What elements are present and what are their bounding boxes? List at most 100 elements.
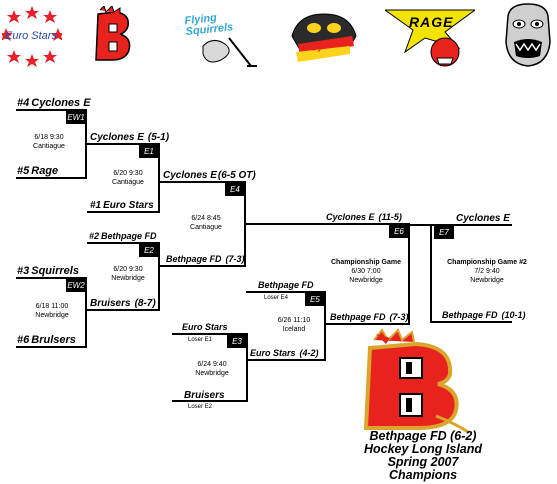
game-venue: Iceland xyxy=(282,326,306,333)
bracket-line xyxy=(87,143,160,145)
euro-stars-logo: Euro Stars xyxy=(2,4,62,68)
team-name: Cyclones E xyxy=(163,170,217,181)
team-name: Squirrels xyxy=(31,265,79,277)
bethpage-champion-logo xyxy=(356,328,474,437)
game-date: 6/18 9:30 xyxy=(34,134,64,141)
loser-note-e1: Loser E1 xyxy=(188,337,213,343)
team-record: (10-1) xyxy=(501,310,526,320)
game-label-e3: E3 xyxy=(227,335,247,348)
team-name: Cyclones E xyxy=(456,213,510,224)
bracket-line xyxy=(87,309,160,311)
game-info-ew2: 6/18 11:00 Newbridge xyxy=(24,302,80,320)
team-cyclones-e-e7: Cyclones E xyxy=(456,213,510,224)
flying-squirrels-logo: Flying Squirrels xyxy=(184,8,265,70)
bracket-line xyxy=(246,333,248,402)
team-name: Bruisers xyxy=(184,390,225,401)
champion-line-1: Bethpage FD (6-2) xyxy=(369,429,477,443)
team-name: Cyclones E xyxy=(90,132,144,143)
game-date: 6/26 11:10 xyxy=(277,317,311,324)
team-name: Cyclones E xyxy=(31,97,91,109)
team-bethpage-e5w: Bethpage FD(7-3) xyxy=(330,312,409,323)
rage-logo: RAGE xyxy=(385,8,475,72)
game-date: 7/2 9:40 xyxy=(474,268,500,275)
team-euro-stars-w: Euro Stars(4-2) xyxy=(250,348,319,359)
euro-stars-logo-text: Euro Stars xyxy=(5,30,57,42)
team-record: (7-3) xyxy=(389,312,409,322)
champion-line-4: Champions xyxy=(388,468,458,482)
loser-note-e4: Loser E4 xyxy=(264,295,289,301)
game-label-e4: E4 xyxy=(225,183,245,196)
bracket-line xyxy=(410,224,432,226)
monster-logo xyxy=(502,2,554,68)
team-bethpage-e5: Bethpage FD xyxy=(258,280,314,291)
team-name: Bethpage FD xyxy=(258,280,314,290)
bracket-line xyxy=(244,181,246,267)
team-name: Euro Stars xyxy=(103,200,154,211)
team-name: Bethpage FD xyxy=(166,254,222,264)
game-info-e3: 6/24 9:40 Newbridge xyxy=(182,360,242,378)
bracket-line xyxy=(430,224,432,323)
bracket-line xyxy=(408,223,410,325)
bracket-line xyxy=(172,400,248,402)
team-record: (8-7) xyxy=(134,298,156,309)
team-record: (5-1) xyxy=(147,132,170,143)
team-cyclones-e-e6: Cyclones E(11-5) xyxy=(326,212,402,223)
loser-note-e2: Loser E2 xyxy=(188,404,213,410)
game-label-ew1: EW1 xyxy=(66,111,86,124)
bracket-line xyxy=(87,211,160,213)
bracket-line xyxy=(326,323,410,325)
team-seed: #1 xyxy=(90,200,102,211)
team-record: (11-5) xyxy=(378,212,402,222)
bracket-line xyxy=(85,277,87,348)
game-info-e6: Championship Game 6/30 7:00 Newbridge xyxy=(326,258,406,285)
game-label-e7: E7 xyxy=(434,226,454,239)
team-name: Euro Stars xyxy=(182,322,228,332)
game-label-e1: E1 xyxy=(139,145,159,158)
game-date: 6/24 8:45 xyxy=(191,215,221,222)
bracket-line xyxy=(16,277,87,279)
bracket-line xyxy=(324,291,326,361)
bruisers-logo xyxy=(92,6,134,64)
game-info-e5: 6/26 11:10 Iceland xyxy=(264,316,324,334)
team-bruisers-e2: Bruisers(8-7) xyxy=(90,298,156,309)
champion-line-3: Spring 2007 xyxy=(387,455,459,469)
rage-logo-text: RAGE xyxy=(409,14,454,30)
game-venue: Cantiague xyxy=(190,224,222,231)
game-venue: Newbridge xyxy=(111,275,145,282)
game-venue: Newbridge xyxy=(349,277,383,284)
team-seed: #2 xyxy=(89,231,100,241)
team-cyclones-e-e1: Cyclones E(5-1) xyxy=(90,132,169,143)
team-seed: #5 xyxy=(17,165,30,177)
team-name: Euro Stars xyxy=(250,348,296,358)
game-venue: Cantiague xyxy=(33,143,65,150)
bracket-line xyxy=(172,333,248,335)
bracket-line xyxy=(160,181,246,183)
game-date: 6/30 7:00 xyxy=(351,268,381,275)
bracket-line xyxy=(16,109,87,111)
game-venue: Newbridge xyxy=(195,370,229,377)
cyclones-logo: Cyclones xyxy=(288,6,360,66)
team-seed: #6 xyxy=(17,334,30,346)
game-label-e5: E5 xyxy=(305,293,325,306)
bracket-line xyxy=(158,242,160,311)
game-venue: Newbridge xyxy=(35,312,69,319)
team-name: Brulsers xyxy=(31,334,76,346)
team-name: Bethpage FD xyxy=(442,310,498,320)
team-euro-stars-e3: Euro Stars xyxy=(182,322,228,333)
team-name: Bethpage FD xyxy=(101,231,157,241)
team-record: (7-3) xyxy=(225,254,245,264)
game-venue: Newbridge xyxy=(470,277,504,284)
game-label-ew2: EW2 xyxy=(66,279,86,292)
game-info-e7: Championship Game #2 7/2 9:40 Newbridge xyxy=(442,258,532,285)
team-seed: #3 xyxy=(17,265,30,277)
team-name: Bethpage FD xyxy=(330,312,386,322)
champion-line-2: Hockey Long Island xyxy=(363,442,483,456)
game-info-e2: 6/20 9:30 Newbridge xyxy=(98,265,158,283)
team-name: Rage xyxy=(31,165,59,177)
bracket-line xyxy=(160,265,246,267)
bracket-line xyxy=(432,321,512,323)
